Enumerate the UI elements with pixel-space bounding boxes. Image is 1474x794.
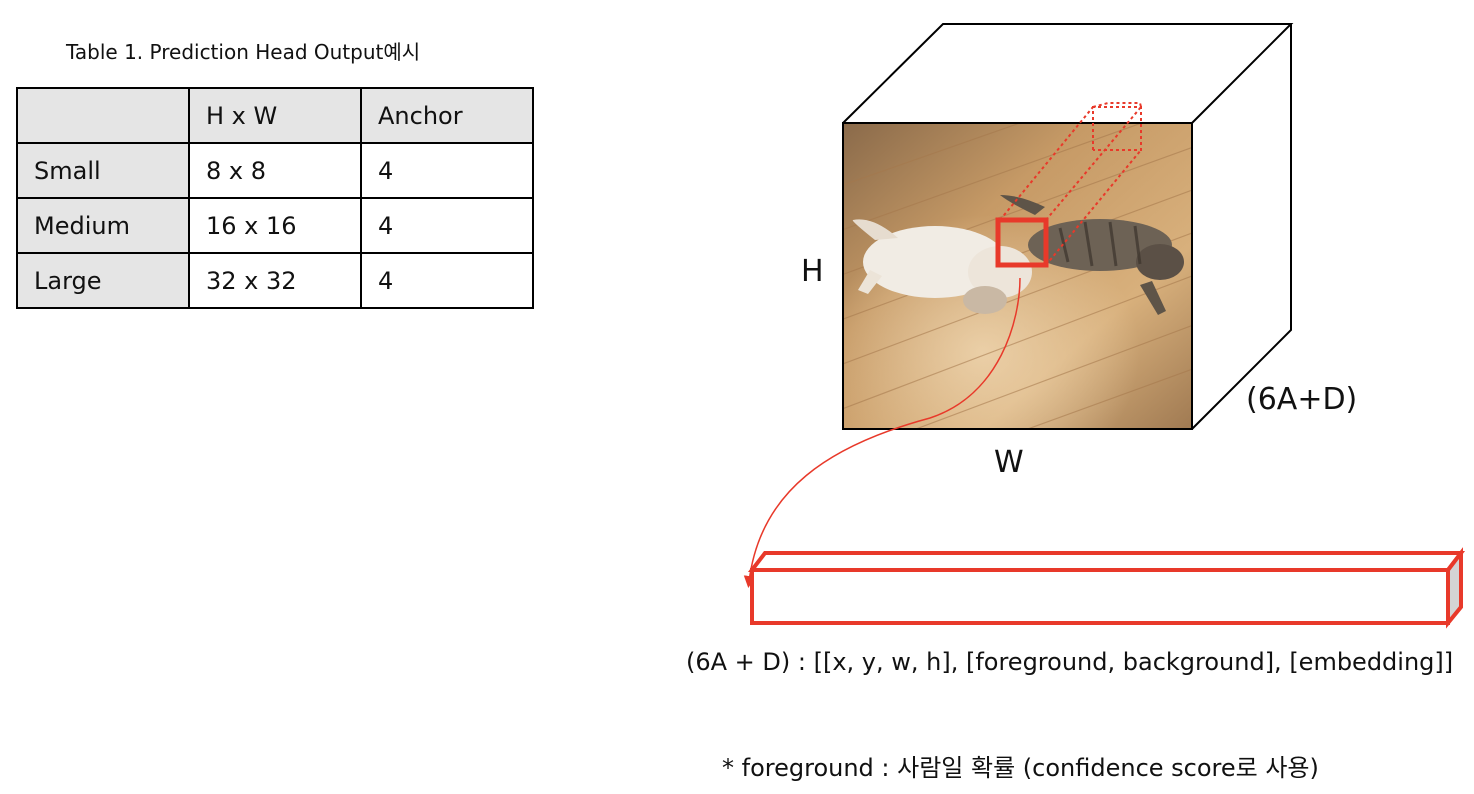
table-cell: 8 x 8 [188, 142, 362, 199]
table-row: Large 32 x 32 4 [16, 252, 534, 309]
table-cell: 4 [360, 142, 534, 199]
white-cat [852, 219, 1032, 314]
table-cell: 4 [360, 197, 534, 254]
tabby-cat [1000, 195, 1184, 315]
table-row-label: Small [16, 142, 190, 199]
cube-outline [842, 23, 1294, 430]
table-row: Small 8 x 8 4 [16, 142, 534, 199]
table-header-cell [16, 87, 190, 144]
depth-label: (6A+D) [1246, 382, 1358, 417]
foreground-note: * foreground : 사람일 확률 (confidence score로… [722, 754, 1319, 782]
feature-vector-bar [747, 547, 1466, 629]
table-cell: 4 [360, 252, 534, 309]
table-row-label: Large [16, 252, 190, 309]
cat-photo [843, 123, 1192, 429]
table-header-cell: Anchor [360, 87, 534, 144]
height-label: H [801, 254, 824, 289]
prediction-head-table: H x W Anchor Small 8 x 8 4 Medium 16 x 1… [16, 87, 534, 309]
table-caption: Table 1. Prediction Head Output예시 [66, 40, 421, 64]
table-cell: 32 x 32 [188, 252, 362, 309]
photo-border [842, 122, 1193, 430]
table-cell: 16 x 16 [188, 197, 362, 254]
table-row: Medium 16 x 16 4 [16, 197, 534, 254]
grid-cell-highlight [995, 217, 1049, 268]
table-row-label: Medium [16, 197, 190, 254]
cube-top-edge [842, 23, 1294, 124]
vector-formula: (6A + D) : [[x, y, w, h], [foreground, b… [686, 648, 1454, 676]
projection-lines [999, 102, 1142, 266]
table-header-row: H x W Anchor [16, 87, 534, 144]
table-header-cell: H x W [188, 87, 362, 144]
cube-right-edge [1191, 24, 1292, 430]
width-label: W [994, 445, 1024, 480]
curve-arrow [743, 277, 1021, 588]
